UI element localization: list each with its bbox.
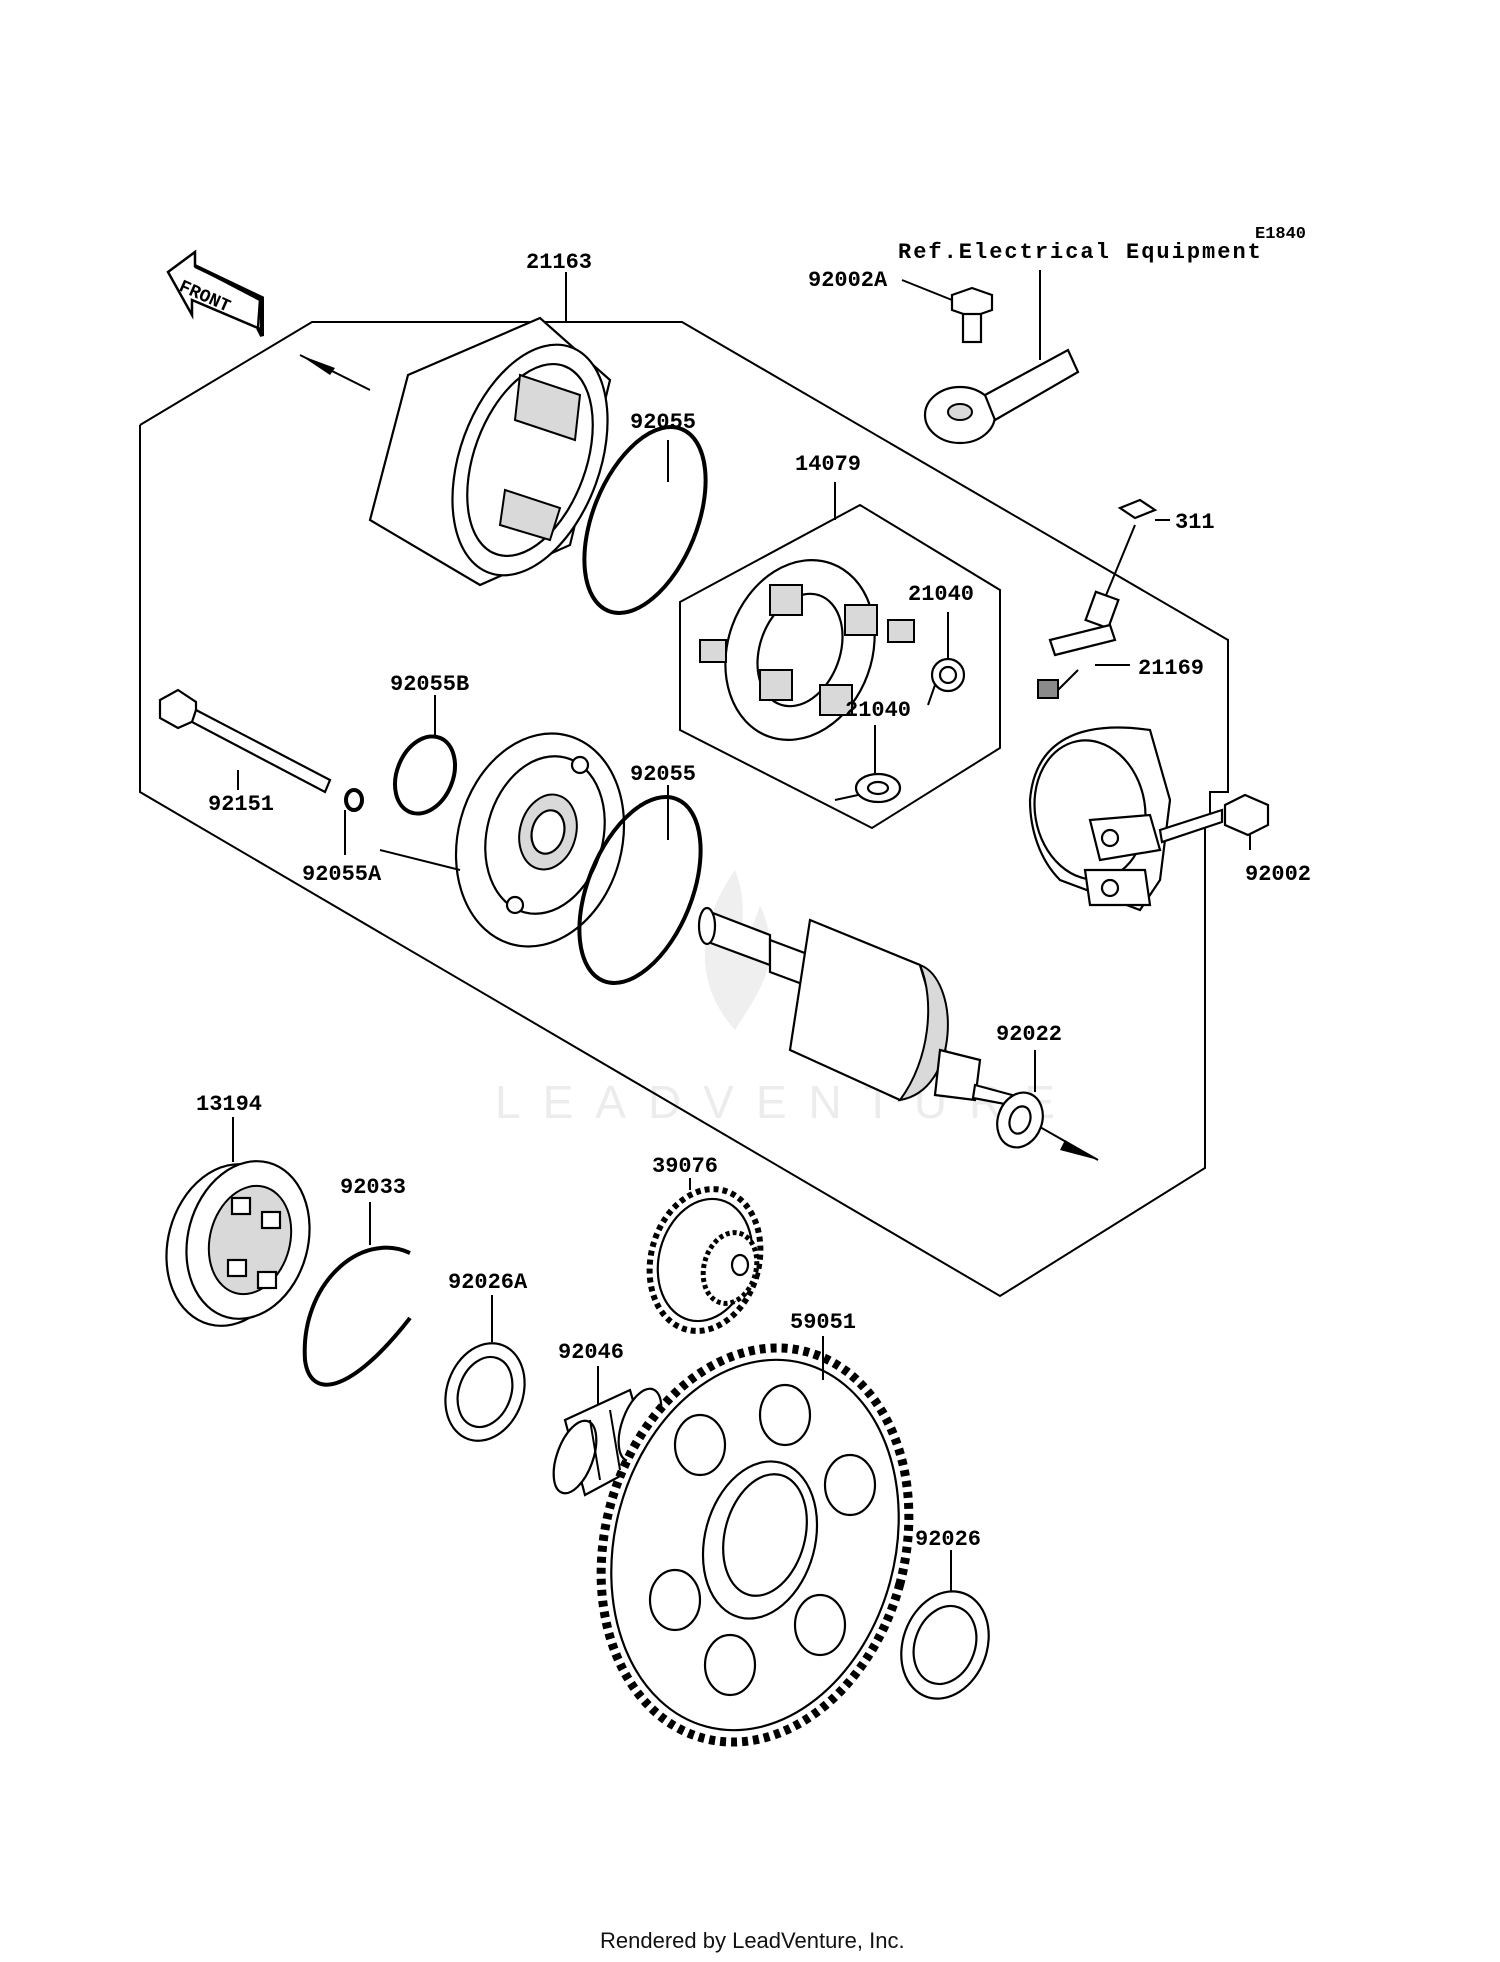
part-label-92055A: 92055A [302, 862, 382, 887]
part-label-311: 311 [1175, 510, 1215, 535]
through-bolt-92151 [158, 688, 332, 794]
part-label-21169: 21169 [1138, 656, 1204, 681]
terminal-cable [923, 270, 1080, 445]
footer-credit: Rendered by LeadVenture, Inc. [600, 1928, 905, 1953]
starter-gear-59051 [596, 1343, 914, 1747]
bolt-92002 [1158, 793, 1270, 850]
part-label-13194: 13194 [196, 1092, 262, 1117]
bolt-92002A [901, 279, 994, 344]
axis-arrow-top [300, 355, 335, 375]
reference-note: Ref.Electrical Equipment [898, 240, 1263, 265]
starter-clutch-13194 [165, 1160, 311, 1327]
part-label-21040-upper: 21040 [908, 582, 974, 607]
idle-gear-39076 [646, 1186, 764, 1334]
part-label-92055B: 92055B [390, 672, 469, 697]
part-label-59051: 59051 [790, 1310, 856, 1335]
part-label-92002: 92002 [1245, 862, 1311, 887]
part-label-92151: 92151 [208, 792, 274, 817]
o-ring-92055-lower [577, 795, 703, 985]
diagram-code: E1840 [1255, 225, 1306, 244]
washer-92022 [996, 1091, 1044, 1149]
part-label-21163: 21163 [526, 250, 592, 275]
part-label-92055-upper: 92055 [630, 410, 696, 435]
spring-21040-lower [834, 772, 902, 804]
brush-holder-box [679, 503, 1001, 830]
part-label-92026A: 92026A [448, 1270, 528, 1295]
axis-arrow-bottom [1060, 1140, 1098, 1160]
part-label-92002A: 92002A [808, 268, 888, 293]
yoke-housing [368, 316, 612, 587]
part-label-92026: 92026 [915, 1527, 981, 1552]
washer-92026 [900, 1590, 990, 1700]
part-label-14079: 14079 [795, 452, 861, 477]
leader-front-cover [379, 849, 461, 871]
part-label-92055-lower: 92055 [630, 762, 696, 787]
part-label-39076: 39076 [652, 1154, 718, 1179]
snap-ring-92033 [302, 1245, 412, 1387]
armature [697, 906, 1014, 1107]
part-label-92046: 92046 [558, 1340, 624, 1365]
rear-cover [1028, 726, 1172, 912]
spring-21040-upper [927, 657, 966, 706]
part-label-92033: 92033 [340, 1175, 406, 1200]
part-label-92022: 92022 [996, 1022, 1062, 1047]
front-arrow-icon: FRONT [166, 249, 264, 337]
o-ring-92055-upper [582, 425, 708, 615]
brush-holder-assembly [699, 559, 915, 741]
part-label-21040-lower: 21040 [845, 698, 911, 723]
o-ring-92055B [393, 734, 457, 816]
terminal-bolt-21169 [1037, 498, 1170, 699]
o-ring-92055A [344, 788, 364, 812]
washer-92026A [444, 1342, 526, 1442]
front-cover [454, 732, 626, 948]
assembly-outline [139, 321, 1229, 1298]
